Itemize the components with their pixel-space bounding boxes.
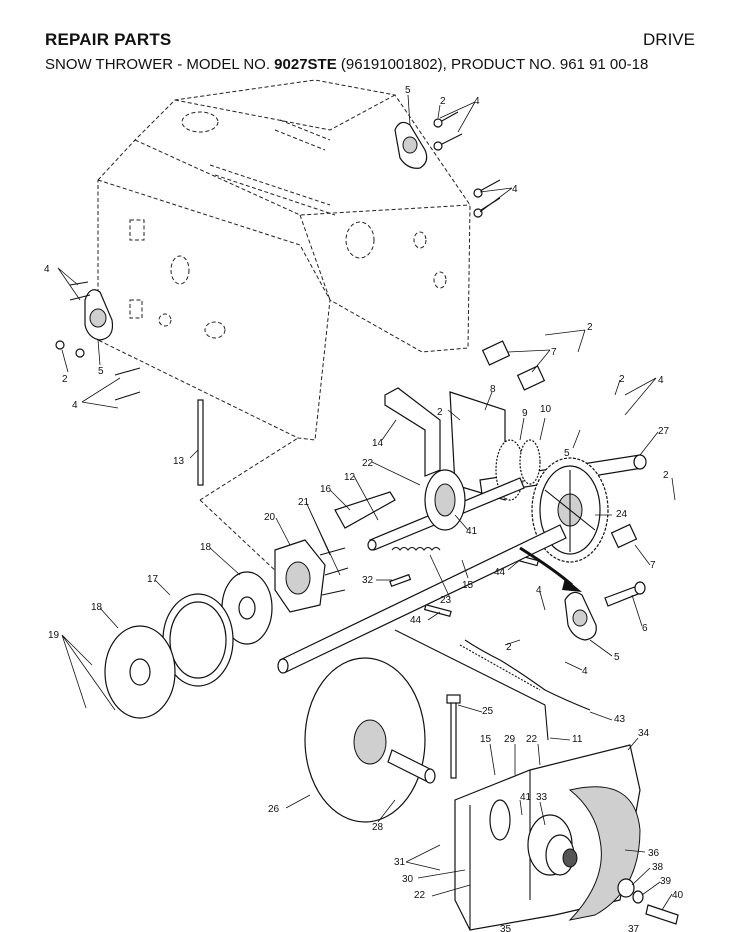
callout-37: 37 — [628, 924, 640, 932]
rod-11 — [394, 629, 591, 741]
spring-23 — [391, 546, 441, 551]
callout-32: 32 — [362, 575, 374, 586]
callout-28: 28 — [372, 822, 384, 833]
subtitle-suffix: (96191001802), PRODUCT NO. 961 91 00-18 — [336, 56, 649, 73]
callout-44: 44 — [410, 615, 422, 626]
callout-13: 13 — [173, 456, 185, 467]
callout-21: 21 — [298, 497, 310, 508]
callout-4: 4 — [512, 184, 518, 195]
callout-4: 4 — [582, 666, 588, 677]
callout-26: 26 — [268, 804, 280, 815]
callout-12: 12 — [344, 472, 356, 483]
subtitle-row: SNOW THROWER - MODEL NO. 9027STE (961910… — [45, 56, 695, 76]
callout-4: 4 — [474, 96, 480, 107]
subtitle-prefix: SNOW THROWER - MODEL NO. — [45, 56, 275, 73]
callout-2: 2 — [506, 642, 512, 653]
callout-27: 27 — [658, 426, 670, 437]
callout-41: 41 — [466, 526, 478, 537]
callout-17: 17 — [147, 574, 159, 585]
callout-39: 39 — [660, 876, 672, 887]
friction-ring-17 — [162, 593, 234, 687]
callout-22: 22 — [526, 734, 538, 745]
callout-38: 38 — [652, 862, 664, 873]
callout-2: 2 — [587, 322, 593, 333]
bearing-flange-top — [394, 111, 501, 218]
callout-7: 7 — [551, 347, 557, 358]
callout-2: 2 — [663, 470, 669, 481]
callout-2: 2 — [437, 407, 443, 418]
rod-13 — [197, 399, 204, 486]
callout-22: 22 — [414, 890, 426, 901]
callout-5: 5 — [614, 652, 620, 663]
callout-25: 25 — [482, 706, 494, 717]
callout-2: 2 — [440, 96, 446, 107]
callout-22: 22 — [362, 458, 374, 469]
callout-19: 19 — [48, 630, 60, 641]
callout-30: 30 — [402, 874, 414, 885]
callout-18: 18 — [200, 542, 212, 553]
leader-lines — [57, 94, 676, 911]
callout-40: 40 — [672, 890, 684, 901]
hex-shaft — [277, 524, 567, 674]
callout-4: 4 — [536, 585, 542, 596]
callout-2: 2 — [62, 374, 68, 385]
bracket-16 — [334, 491, 396, 529]
callout-33: 33 — [536, 792, 548, 803]
callout-29: 29 — [504, 734, 516, 745]
section-label: DRIVE — [643, 30, 695, 49]
shaft-28 — [387, 749, 436, 784]
callout-6: 6 — [642, 623, 648, 634]
callout-8: 8 — [490, 384, 496, 395]
flange-20 — [274, 539, 349, 613]
bracket-14 — [384, 387, 441, 477]
callout-15: 15 — [480, 734, 492, 745]
callout-11: 11 — [572, 734, 583, 745]
disc-18-lower — [104, 625, 176, 719]
pin-25 — [446, 694, 461, 779]
header-row: REPAIR PARTS DRIVE — [45, 30, 695, 52]
friction-disc-26 — [304, 657, 426, 823]
callout-2: 2 — [619, 374, 625, 385]
callout-41: 41 — [520, 792, 532, 803]
callout-24: 24 — [616, 509, 628, 520]
callout-4: 4 — [44, 264, 50, 275]
callout-23: 23 — [440, 595, 452, 606]
bearing-flange-left — [55, 281, 141, 401]
subtitle: SNOW THROWER - MODEL NO. 9027STE (961910… — [45, 56, 648, 73]
assembly-arrow — [519, 546, 582, 592]
callout-36: 36 — [648, 848, 660, 859]
callout-34: 34 — [638, 728, 650, 739]
callout-5: 5 — [564, 448, 570, 459]
callout-43: 43 — [614, 714, 626, 725]
bearing-flange-lower — [564, 581, 646, 641]
callout-35: 35 — [500, 924, 512, 932]
callout-4: 4 — [658, 375, 664, 386]
callout-5: 5 — [98, 366, 104, 377]
callout-10: 10 — [540, 404, 552, 415]
callout-5: 5 — [405, 85, 411, 96]
callout-labels: 5 2 4 4 4 2 5 4 2 7 2 4 8 2 9 10 14 5 27… — [44, 85, 684, 932]
page-title: REPAIR PARTS — [45, 30, 172, 49]
model-number: 9027STE — [274, 56, 337, 73]
callout-20: 20 — [264, 512, 276, 523]
callout-44: 44 — [494, 567, 506, 578]
callout-15: 15 — [462, 580, 474, 591]
callout-9: 9 — [522, 408, 528, 419]
callout-4: 4 — [72, 400, 78, 411]
auger-housing — [454, 744, 641, 931]
hub-41 — [424, 469, 466, 531]
callout-7: 7 — [650, 560, 656, 571]
frame-housing — [97, 79, 471, 576]
spacers-7 — [481, 340, 638, 549]
callout-14: 14 — [372, 438, 384, 449]
plate-8 — [449, 391, 506, 501]
callout-18: 18 — [91, 602, 103, 613]
callout-16: 16 — [320, 484, 332, 495]
washers-bolt — [617, 878, 679, 925]
callout-31: 31 — [394, 857, 406, 868]
